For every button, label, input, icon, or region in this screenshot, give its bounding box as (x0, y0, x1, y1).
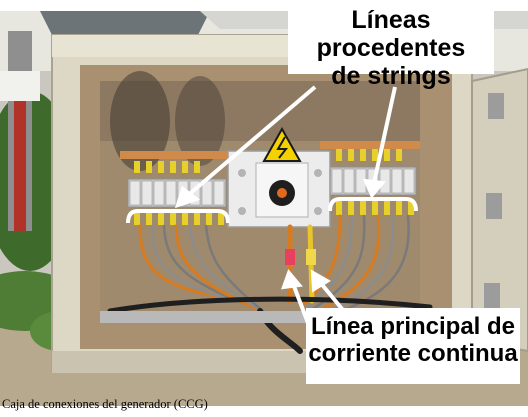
cable-marker-positive (285, 249, 295, 265)
strings-callout-line-1: Líneas procedentes (316, 6, 466, 62)
dc-line-callout-label: Línea principal de corriente continua (306, 308, 520, 384)
strings-callout-line-2: de strings (331, 62, 451, 90)
dc-line-callout-line-1: Línea principal de (310, 313, 516, 340)
dc-line-callout-line-2: corriente continua (308, 339, 518, 367)
annotation-brackets (126, 197, 418, 224)
busbar-left (120, 151, 230, 159)
high-voltage-warning-icon (262, 126, 302, 162)
strings-callout-label: Líneas procedentes de strings (288, 4, 494, 90)
figure-caption: Caja de conexiones del generador (CCG) (2, 397, 208, 411)
busbar-right (320, 141, 420, 149)
dc-disconnect-switch (227, 150, 331, 228)
cable-marker-negative (306, 249, 316, 265)
